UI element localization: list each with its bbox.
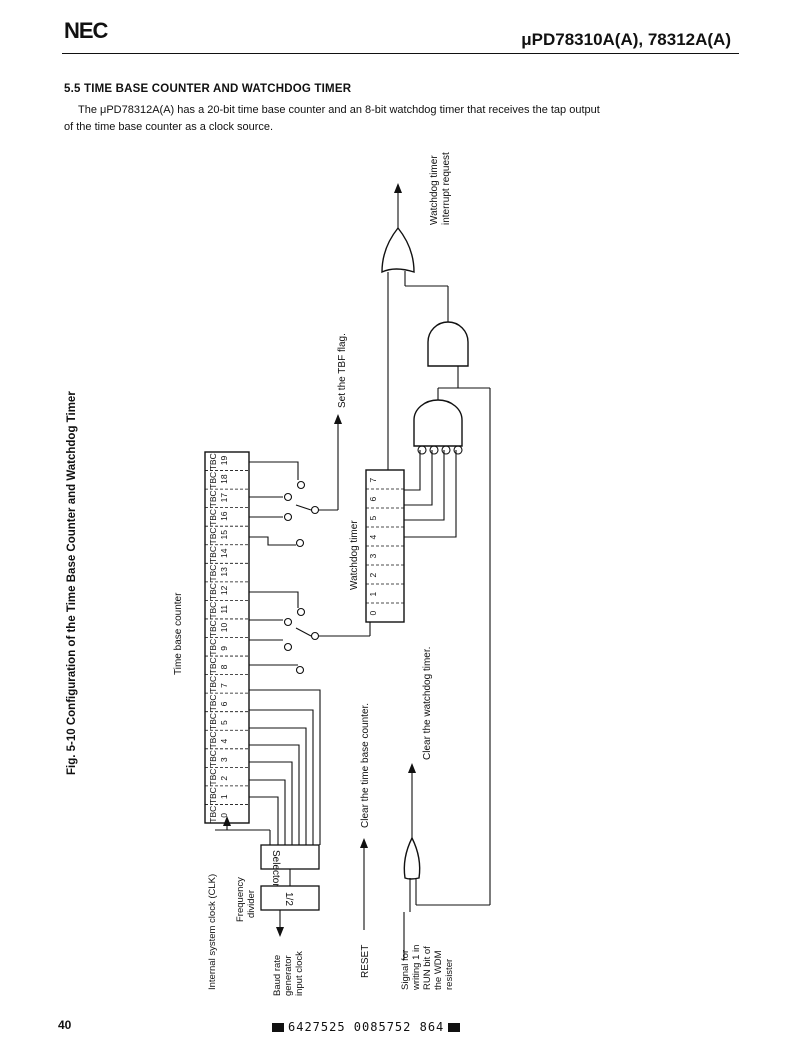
tbc-cell-prefix: TBC xyxy=(208,732,218,749)
tbc-cell-prefix: TBC xyxy=(208,657,218,674)
header-rule xyxy=(62,53,739,54)
tbc-cell-prefix: TBC xyxy=(208,602,218,619)
barcode-block-right xyxy=(448,1023,461,1032)
clear-tbc-label: Clear the time base counter. xyxy=(360,703,371,828)
tbc-cell-prefix: TBC xyxy=(208,620,218,637)
tbc-bit-number: 8 xyxy=(219,664,229,669)
wdt-bit-number: 7 xyxy=(368,478,378,483)
nec-logo: NEC xyxy=(64,18,108,43)
signal-label-4: the WDM xyxy=(433,950,444,990)
figure-caption: Fig. 5-10 Configuration of the Time Base… xyxy=(66,391,78,775)
tbc-bit-number: 5 xyxy=(219,720,229,725)
wdt-bit-number: 6 xyxy=(368,497,378,502)
tbc-cell-prefix: TBC xyxy=(208,509,218,526)
baud-label-3: input clock xyxy=(294,951,305,996)
barcode-text: 6427525 0085752 864 xyxy=(288,1020,445,1034)
divider-label: 1/2 xyxy=(283,892,294,906)
tbc-bit-number: 13 xyxy=(219,567,229,577)
tbc-bit-number: 4 xyxy=(219,739,229,744)
tbc-cell-prefix: TBC xyxy=(208,806,218,823)
tbc-cell-prefix: TBC xyxy=(208,713,218,730)
tbf-label: Set the TBF flag. xyxy=(337,333,348,408)
tbc-bit-number: 17 xyxy=(219,493,229,503)
signal-label-3: RUN bit of xyxy=(422,946,433,990)
selector-box xyxy=(260,844,320,870)
tbc-bit-number: 10 xyxy=(219,622,229,632)
wdt-bit-number: 4 xyxy=(368,535,378,540)
barcode-block-left xyxy=(272,1023,284,1032)
wdt-bit-number: 5 xyxy=(368,516,378,521)
tbc-bit-number: 1 xyxy=(219,794,229,799)
tbc-title: Time base counter xyxy=(173,592,184,675)
tbc-cell-prefix: TBC xyxy=(208,787,218,804)
page-number: 40 xyxy=(58,1018,72,1032)
wdt-cells: 0 1 2 3 4 5 6 7 xyxy=(366,478,404,616)
clear-wdt-arrow xyxy=(408,763,416,773)
tbc-cell-prefix: TBC xyxy=(208,490,218,507)
tbc-bit-number: 12 xyxy=(219,585,229,595)
signal-label-1: Signal for xyxy=(400,950,411,990)
tbc-bit-number: 0 xyxy=(219,813,229,818)
signal-label-5: resister xyxy=(444,959,455,990)
tbc-bit-number: 9 xyxy=(219,646,229,651)
tbf-arrow xyxy=(334,414,342,424)
clk-label: Internal system clock (CLK) xyxy=(207,874,218,990)
clear-wdt-label: Clear the watchdog timer. xyxy=(422,647,433,760)
tbc-bit-number: 15 xyxy=(219,530,229,540)
tbc-cell-prefix: TBC xyxy=(208,694,218,711)
tbc-bit-number: 7 xyxy=(219,683,229,688)
tbc-cell-prefix: TBC xyxy=(208,527,218,544)
selector-label: Selector xyxy=(270,850,281,887)
tbc-bit-number: 19 xyxy=(219,456,229,466)
or-gate-clear xyxy=(403,836,421,880)
tbc-bit-number: 18 xyxy=(219,474,229,484)
section-body: The μPD78312A(A) has a 20-bit time base … xyxy=(64,102,704,136)
wdt-int-label-1: Watchdog timer xyxy=(429,155,440,225)
reset-label: RESET xyxy=(360,945,371,978)
baud-label-1: Baud rate xyxy=(272,955,283,996)
tbc-cell-prefix: TBC xyxy=(208,565,218,582)
wdt-bit-number: 3 xyxy=(368,554,378,559)
section-body-line-1: The μPD78312A(A) has a 20-bit time base … xyxy=(78,104,600,116)
signal-label-2: writing 1 in xyxy=(411,945,422,991)
or-gate-top xyxy=(381,226,415,274)
and-gate-1 xyxy=(413,399,463,447)
tbc-bit-number: 11 xyxy=(219,605,229,614)
tbc-cell-prefix: TBC xyxy=(208,750,218,767)
tbc-cell-prefix: TBC xyxy=(208,546,218,563)
tbc-cell-prefix: TBC xyxy=(208,472,218,489)
tbc-bit-number: 3 xyxy=(219,757,229,762)
and-gate-2 xyxy=(427,321,469,367)
baud-label-2: generator xyxy=(283,955,294,996)
tbc-bit-number: 14 xyxy=(219,548,229,558)
tbc-cell-prefix: TBC xyxy=(208,676,218,693)
tbc-cell-prefix: TBC xyxy=(208,769,218,786)
tbc-bit-number: 16 xyxy=(219,511,229,521)
section-body-line-2: of the time base counter as a clock sour… xyxy=(64,121,274,133)
wdt-title: Watchdog timer xyxy=(349,520,360,590)
barcode-line: 6427525 0085752 864 xyxy=(268,1020,464,1034)
wdt-bit-number: 2 xyxy=(368,573,378,578)
tbc-cell-prefix: TBC xyxy=(208,639,218,656)
wdt-bit-number: 0 xyxy=(368,611,378,616)
wdt-int-label-2: interrupt request xyxy=(441,152,452,225)
wdt-int-arrow xyxy=(394,183,402,193)
freq-divider-label-1: Frequency xyxy=(235,877,246,922)
freq-divider-label-2: divider xyxy=(246,890,257,918)
part-number: μPD78310A(A), 78312A(A) xyxy=(521,30,731,49)
tbc-cell-prefix: TBC xyxy=(208,583,218,600)
tbc-bit-number: 2 xyxy=(219,776,229,781)
section-title: 5.5 TIME BASE COUNTER AND WATCHDOG TIMER xyxy=(64,83,352,95)
reset-arrow xyxy=(360,838,368,848)
tbc-cell-prefix: TBC xyxy=(208,453,218,470)
wdt-bit-number: 1 xyxy=(368,592,378,597)
tbc-bit-number: 6 xyxy=(219,701,229,706)
